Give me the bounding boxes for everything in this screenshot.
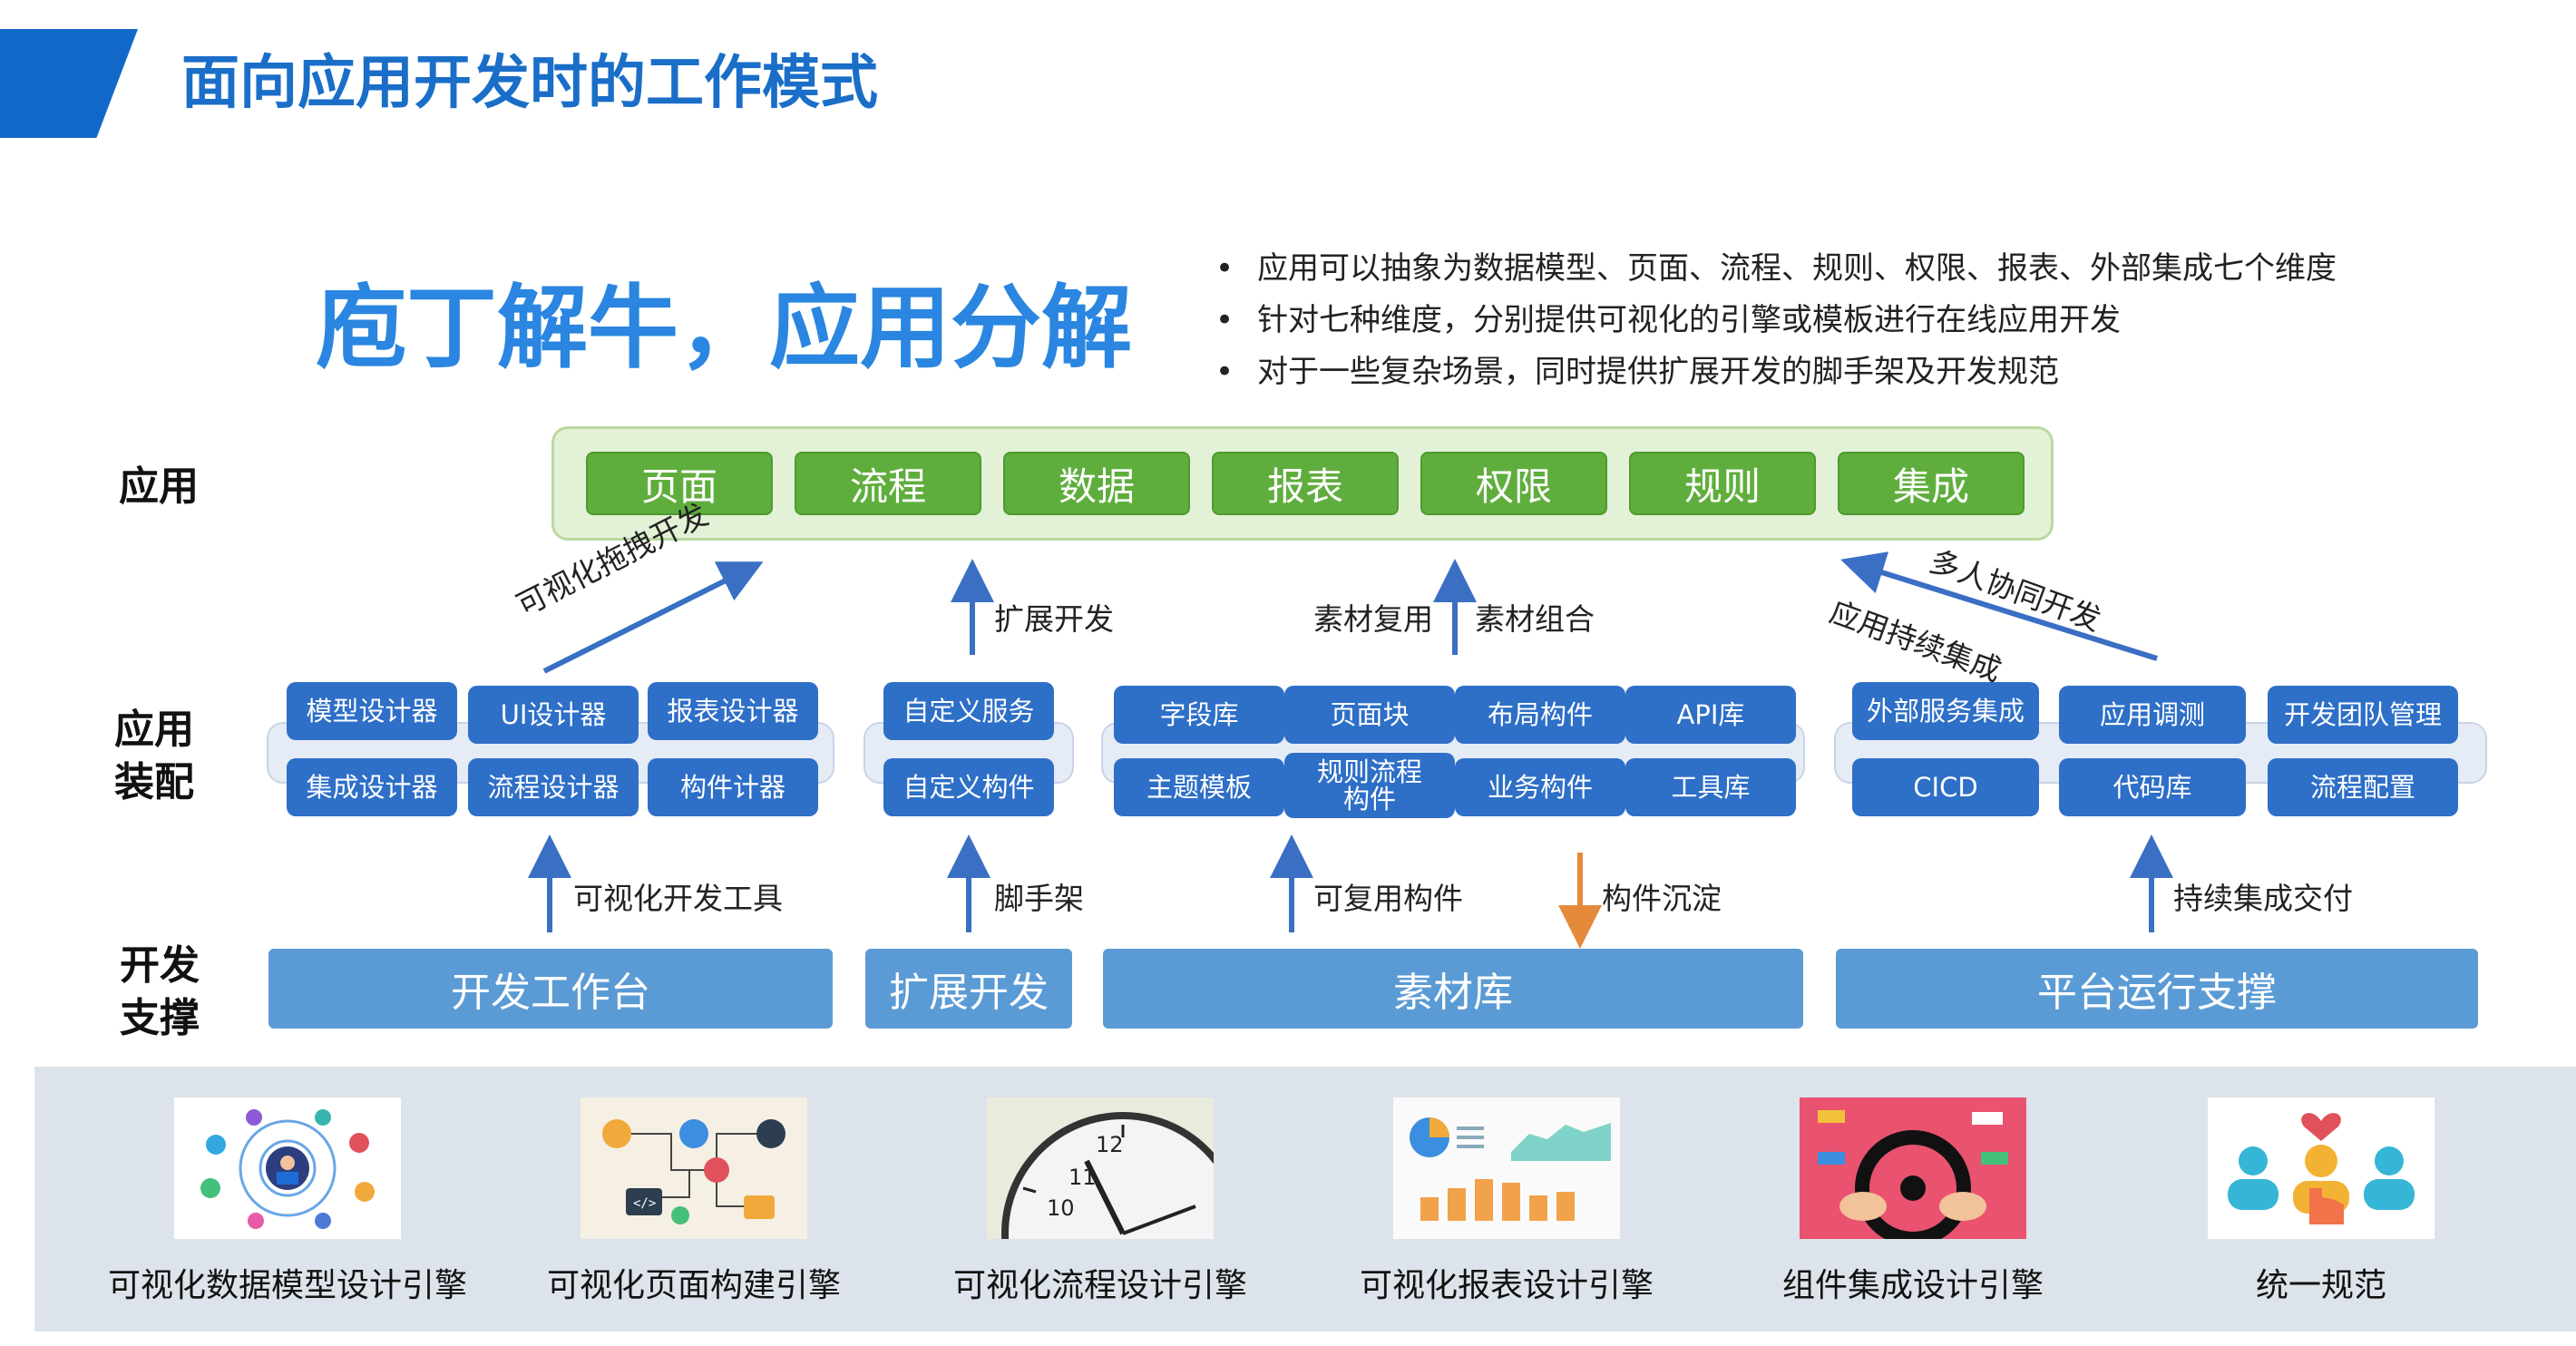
app-item-permission[interactable]: 权限 [1420, 452, 1607, 515]
svg-text:</>: </> [633, 1196, 656, 1211]
cicd-button[interactable]: CICD [1852, 758, 2039, 816]
layout-component-button[interactable]: 布局构件 [1455, 686, 1625, 744]
row-label-app: 应用 [119, 463, 199, 510]
label-asset-combine: 素材组合 [1475, 601, 1595, 637]
custom-component-button[interactable]: 自定义构件 [883, 758, 1054, 816]
ui-designer-button[interactable]: UI设计器 [468, 686, 639, 744]
arrow-visual-drag [542, 561, 764, 674]
theme-template-button[interactable]: 主题模板 [1114, 758, 1284, 816]
report-chart-icon [1393, 1097, 1620, 1239]
page-title: 面向应用开发时的工作模式 [181, 50, 878, 117]
dev-team-button[interactable]: 开发团队管理 [2268, 686, 2458, 744]
slogan: 庖丁解牛，应用分解 [316, 275, 1132, 381]
flow-designer-button[interactable]: 流程设计器 [468, 758, 639, 816]
label-extend-dev: 扩展开发 [994, 601, 1114, 637]
base-extension[interactable]: 扩展开发 [865, 949, 1072, 1029]
lower-arrows [528, 834, 2173, 932]
label-reusable: 可复用构件 [1313, 881, 1463, 916]
engine-caption: 可视化报表设计引擎 [1359, 1267, 1654, 1304]
app-item-report[interactable]: 报表 [1212, 452, 1399, 515]
data-model-icon [174, 1097, 401, 1239]
label-visual-tools: 可视化开发工具 [573, 881, 783, 916]
integration-designer-button[interactable]: 集成设计器 [287, 758, 457, 816]
tool-library-button[interactable]: 工具库 [1625, 758, 1796, 816]
svg-text:10: 10 [1047, 1195, 1075, 1221]
base-asset-library[interactable]: 素材库 [1103, 949, 1803, 1029]
row-label-assembly: 应用 装配 [114, 707, 194, 805]
app-item-flow[interactable]: 流程 [795, 452, 981, 515]
engines-panel [34, 1067, 2576, 1331]
team-hand-icon [2208, 1097, 2435, 1239]
app-item-page[interactable]: 页面 [586, 452, 773, 515]
page-block-button[interactable]: 页面块 [1284, 686, 1455, 744]
field-library-button[interactable]: 字段库 [1114, 686, 1284, 744]
label-precipitate: 构件沉淀 [1602, 881, 1722, 916]
arrows-layer [528, 551, 2173, 949]
custom-service-button[interactable]: 自定义服务 [883, 682, 1054, 740]
label-asset-reuse: 素材复用 [1313, 601, 1433, 637]
bullet-item: 针对七种维度，分别提供可视化的引擎或模板进行在线应用开发 [1215, 295, 2337, 346]
app-item-integration[interactable]: 集成 [1838, 452, 2025, 515]
clock-icon: 11 10 12 [987, 1097, 1214, 1239]
base-workbench[interactable]: 开发工作台 [268, 949, 833, 1029]
bullet-list: 应用可以抽象为数据模型、页面、流程、规则、权限、报表、外部集成七个维度 针对七种… [1215, 243, 2337, 398]
app-debug-button[interactable]: 应用调测 [2059, 686, 2246, 744]
label-cd: 持续集成交付 [2173, 881, 2353, 916]
engine-caption: 统一规范 [2255, 1267, 2386, 1304]
external-service-button[interactable]: 外部服务集成 [1852, 682, 2039, 740]
svg-text:12: 12 [1096, 1132, 1124, 1157]
app-item-data[interactable]: 数据 [1003, 452, 1190, 515]
bullet-item: 应用可以抽象为数据模型、页面、流程、规则、权限、报表、外部集成七个维度 [1215, 243, 2337, 295]
upper-arrows [542, 551, 2158, 674]
report-designer-button[interactable]: 报表设计器 [648, 682, 818, 740]
bullet-item: 对于一些复杂场景，同时提供扩展开发的脚手架及开发规范 [1215, 346, 2337, 398]
business-component-button[interactable]: 业务构件 [1455, 758, 1625, 816]
engine-caption: 可视化流程设计引擎 [952, 1267, 1247, 1304]
api-library-button[interactable]: API库 [1625, 686, 1796, 744]
rule-flow-component-button[interactable]: 规则流程 构件 [1284, 753, 1455, 818]
engine-caption: 组件集成设计引擎 [1781, 1267, 2044, 1304]
code-repo-button[interactable]: 代码库 [2059, 758, 2246, 816]
engine-caption: 可视化页面构建引擎 [546, 1267, 841, 1304]
label-scaffold: 脚手架 [994, 881, 1084, 916]
flow-config-button[interactable]: 流程配置 [2268, 758, 2458, 816]
base-runtime-support[interactable]: 平台运行支撑 [1836, 949, 2478, 1029]
app-item-rule[interactable]: 规则 [1629, 452, 1816, 515]
page-builder-icon: </> [581, 1097, 807, 1239]
engine-caption: 可视化数据模型设计引擎 [107, 1267, 467, 1304]
steering-wheel-icon [1800, 1097, 2026, 1239]
model-designer-button[interactable]: 模型设计器 [287, 682, 457, 740]
arrow-collab [1840, 551, 2158, 661]
component-designer-button[interactable]: 构件计器 [648, 758, 818, 816]
row-label-dev: 开发 支撑 [120, 942, 200, 1041]
